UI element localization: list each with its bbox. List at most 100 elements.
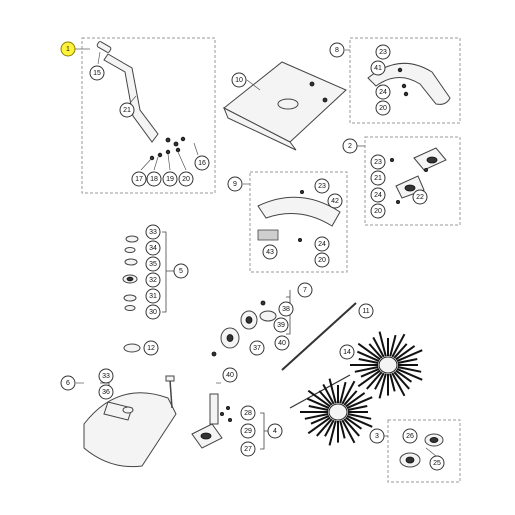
callout-label: 38	[282, 306, 290, 313]
callout-label: 40	[278, 340, 286, 347]
callout-42: 42	[327, 193, 343, 209]
callout-34: 34	[145, 240, 161, 256]
callout-43: 43	[262, 244, 278, 260]
callout-circle	[143, 340, 159, 356]
shaft-11-drawing	[281, 302, 357, 371]
callout-label: 25	[433, 460, 441, 467]
callout-25: 25	[429, 455, 445, 471]
callout-circle	[412, 189, 428, 205]
callout-circle	[278, 301, 294, 317]
callout-31: 31	[145, 288, 161, 304]
callout-label: 19	[166, 176, 174, 183]
callout-20: 20	[375, 100, 391, 116]
callout-circle	[145, 304, 161, 320]
callout-circle	[267, 423, 283, 439]
group-box-handle	[81, 37, 216, 194]
callout-circle	[370, 170, 386, 186]
callout-label: 16	[198, 160, 206, 167]
callout-7: 7	[297, 282, 313, 298]
callout-40: 40	[274, 335, 290, 351]
callout-circle	[429, 455, 445, 471]
callout-1: 1	[60, 41, 76, 57]
callout-label: 15	[93, 70, 101, 77]
callout-label: 23	[318, 183, 326, 190]
callout-16: 16	[194, 155, 210, 171]
shield-8-drawing	[367, 62, 451, 105]
callout-circle	[146, 171, 162, 187]
callout-circle	[314, 178, 330, 194]
callout-38: 38	[278, 301, 294, 317]
callout-label: 6	[66, 380, 70, 387]
callout-circle	[240, 441, 256, 457]
callout-label: 41	[374, 65, 382, 72]
callout-40: 40	[222, 367, 238, 383]
callout-label: 29	[244, 428, 252, 435]
callout-circle	[240, 405, 256, 421]
callout-29: 29	[240, 423, 256, 439]
callout-label: 21	[123, 107, 131, 114]
callout-36: 36	[98, 384, 114, 400]
callout-label: 36	[102, 389, 110, 396]
callout-circle	[145, 272, 161, 288]
callout-label: 20	[379, 105, 387, 112]
callout-circle	[358, 303, 374, 319]
bearing-stack-drawing	[122, 235, 139, 311]
callout-circle	[297, 282, 313, 298]
callout-4: 4	[267, 423, 283, 439]
callout-label: 24	[379, 89, 387, 96]
callout-circle	[89, 65, 105, 81]
callout-label: 20	[318, 257, 326, 264]
callout-26: 26	[402, 428, 418, 444]
callout-18: 18	[146, 171, 162, 187]
callout-41: 41	[370, 60, 386, 76]
callout-circle	[162, 171, 178, 187]
callout-label: 20	[182, 176, 190, 183]
callout-28: 28	[240, 405, 256, 421]
housing-6-drawing	[83, 375, 177, 468]
callout-label: 17	[135, 176, 143, 183]
callout-circle	[98, 384, 114, 400]
callout-32: 32	[145, 272, 161, 288]
callout-circle	[370, 203, 386, 219]
callout-6: 6	[60, 375, 76, 391]
group-box-bracket-2	[364, 136, 461, 226]
callout-15: 15	[89, 65, 105, 81]
group-box-shield-9	[249, 171, 348, 273]
brush-14-drawing	[289, 331, 423, 446]
callout-9: 9	[227, 176, 243, 192]
callout-21: 21	[370, 170, 386, 186]
callout-circle	[274, 335, 290, 351]
callout-30: 30	[145, 304, 161, 320]
callout-label: 42	[331, 198, 339, 205]
callout-circle	[60, 375, 76, 391]
callout-17: 17	[131, 171, 147, 187]
callout-8: 8	[329, 42, 345, 58]
callout-label: 24	[318, 241, 326, 248]
callout-label: 3	[375, 433, 379, 440]
callout-label: 35	[149, 261, 157, 268]
callout-label: 11	[362, 308, 369, 315]
callout-35: 35	[145, 256, 161, 272]
callout-23: 23	[370, 154, 386, 170]
callout-circle	[370, 187, 386, 203]
callout-33: 33	[145, 224, 161, 240]
callout-24: 24	[370, 187, 386, 203]
callout-circle	[178, 171, 194, 187]
callout-label: 30	[149, 309, 157, 316]
callout-circle	[370, 154, 386, 170]
callout-circle	[273, 317, 289, 333]
callout-label: 33	[149, 229, 157, 236]
callout-circle	[145, 224, 161, 240]
callout-23: 23	[375, 44, 391, 60]
callout-21: 21	[119, 102, 135, 118]
callout-label: 22	[416, 194, 424, 201]
bearing-3-drawing	[399, 433, 444, 468]
callout-label: 26	[406, 433, 414, 440]
callout-label: 37	[253, 345, 261, 352]
callout-circle	[145, 240, 161, 256]
callout-label: 28	[244, 410, 252, 417]
callout-33: 33	[98, 368, 114, 384]
callout-24: 24	[314, 236, 330, 252]
callout-circle	[249, 340, 265, 356]
callout-label: 24	[374, 192, 382, 199]
